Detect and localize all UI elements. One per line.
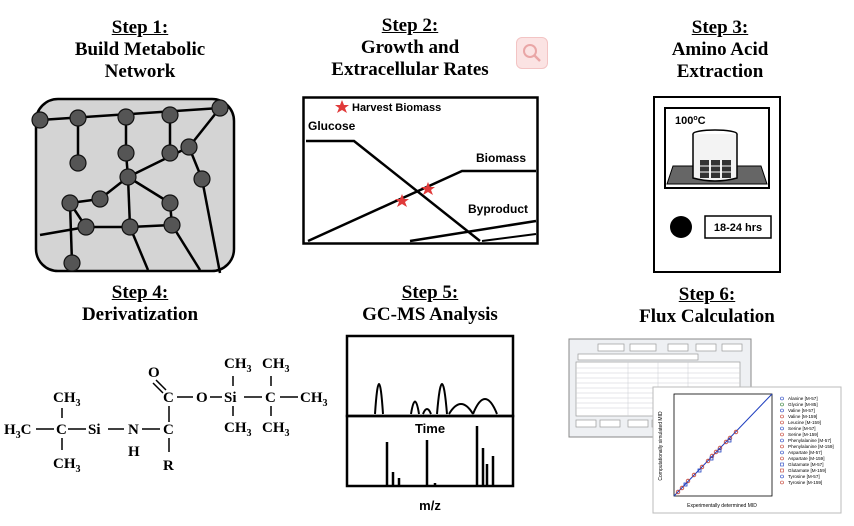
star-icon <box>335 100 349 113</box>
biomass-curve <box>307 169 536 243</box>
node <box>161 194 179 212</box>
atom-n: N <box>128 422 139 438</box>
spectrum-frame <box>345 414 515 488</box>
gcms-panel: Time m/z <box>345 334 515 513</box>
flux-xlabel: Experimentally determined MID <box>687 503 757 509</box>
svg-text:Serine [M-159]: Serine [M-159] <box>788 432 818 437</box>
svg-text:Glycine [M-85]: Glycine [M-85] <box>788 402 818 407</box>
h3c-left: H3C <box>4 422 32 441</box>
step3-heading: Step 3: Amino Acid Extraction <box>671 17 769 82</box>
svg-text:Tyrosine [M-159]: Tyrosine [M-159] <box>788 480 822 485</box>
mass-spectrum-bars <box>385 426 495 486</box>
parity-line <box>673 393 773 497</box>
node <box>180 138 198 156</box>
legend-label: Harvest Biomass <box>352 102 441 114</box>
svg-text:Alanine [M-57]: Alanine [M-57] <box>788 396 818 401</box>
node <box>161 144 179 162</box>
temperature-label: 100oC <box>675 115 706 127</box>
node <box>211 99 229 117</box>
step2-heading: Step 2: Growth and Extracellular Rates <box>331 15 489 80</box>
metabolic-network <box>31 97 236 274</box>
time-box <box>704 215 772 239</box>
svg-text:Tyrosine [M-57]: Tyrosine [M-57] <box>788 474 820 479</box>
atom-c-tbutyl-left: C <box>56 422 67 438</box>
atom-c-tbutyl-right: C <box>265 390 276 406</box>
ch3-tb-bottom: CH3 <box>262 420 290 439</box>
node <box>61 194 79 212</box>
svg-text:Valine [M-159]: Valine [M-159] <box>788 414 817 419</box>
timer-dot <box>670 216 692 238</box>
byproduct-label: Byproduct <box>468 202 528 216</box>
atom-si-left: Si <box>88 422 101 438</box>
ch3-left-top: CH3 <box>53 390 81 409</box>
derivatization-structure: O C O Si CH3 CH3 C CH3 CH3 CH3 C R N H S… <box>4 356 328 475</box>
biomass-label: Biomass <box>476 151 526 165</box>
node <box>69 109 87 127</box>
node <box>119 168 137 186</box>
byproduct-curve-2 <box>481 233 537 242</box>
node <box>163 216 181 234</box>
node <box>77 218 95 236</box>
ch3-tb-top: CH3 <box>262 356 290 375</box>
atom-r: R <box>163 458 174 474</box>
time-axis-label: Time <box>415 421 445 436</box>
glucose-curve <box>306 139 481 242</box>
sample-vials <box>700 160 731 178</box>
svg-text:Aspartate [M-159]: Aspartate [M-159] <box>788 456 825 461</box>
mz-axis-label: m/z <box>419 498 441 513</box>
time-label: 18-24 hrs <box>714 222 762 234</box>
svg-text:Glutamate [M-159]: Glutamate [M-159] <box>788 468 826 473</box>
ch3-si-top: CH3 <box>224 356 252 375</box>
node <box>193 170 211 188</box>
flux-legend-markers <box>780 396 784 485</box>
flux-fit-plot: Experimentally determined MID Computatio… <box>652 386 842 514</box>
byproduct-curve <box>409 219 537 243</box>
node <box>91 190 109 208</box>
flux-legend: Alanine [M-57] Glycine [M-85] Valine [M-… <box>788 396 834 485</box>
node <box>117 144 135 162</box>
glucose-label: Glucose <box>308 119 356 133</box>
svg-text:Glutamate [M-57]: Glutamate [M-57] <box>788 462 824 467</box>
step5-heading: Step 5: GC-MS Analysis <box>362 282 498 325</box>
step1-heading: Step 1: Build Metabolic Network <box>74 17 206 82</box>
flux-ylabel: Computationally simulated MID <box>658 411 664 481</box>
atom-si-right: Si <box>224 390 237 406</box>
node <box>117 108 135 126</box>
atom-c-carbonyl: C <box>163 390 174 406</box>
ch3-tb-right: CH3 <box>300 390 328 409</box>
fit-points-blue <box>683 438 732 487</box>
atom-h-amine: H <box>128 444 140 460</box>
zoom-icon[interactable] <box>516 37 548 69</box>
star-marker-1 <box>395 194 409 207</box>
svg-text:Aspartate [M-57]: Aspartate [M-57] <box>788 450 822 455</box>
extraction-panel: 100oC 18-24 hrs <box>653 96 781 273</box>
star-marker-2 <box>421 182 435 195</box>
node <box>63 254 81 272</box>
node <box>31 111 49 129</box>
growth-rates-plot: Harvest Biomass Glucose Biomass Byproduc… <box>302 96 539 245</box>
chromatogram-frame <box>345 334 515 418</box>
atom-c-alpha: C <box>163 422 174 438</box>
step4-heading: Step 4: Derivatization <box>81 282 199 325</box>
atom-o-ester: O <box>196 390 208 406</box>
svg-text:Leucine [M-159]: Leucine [M-159] <box>788 420 821 425</box>
ch3-si-bottom: CH3 <box>224 420 252 439</box>
network-nodes <box>31 99 229 272</box>
svg-text:Valine [M-57]: Valine [M-57] <box>788 408 815 413</box>
svg-text:Phenylalanine [M-159]: Phenylalanine [M-159] <box>788 444 834 449</box>
node <box>161 106 179 124</box>
step6-heading: Step 6: Flux Calculation <box>639 284 775 327</box>
ch3-left-bottom: CH3 <box>53 456 81 475</box>
node <box>121 218 139 236</box>
node <box>69 154 87 172</box>
svg-text:Phenylalanine [M-57]: Phenylalanine [M-57] <box>788 438 831 443</box>
chromatogram-peaks <box>374 383 498 415</box>
magnifier-icon <box>523 44 541 62</box>
svg-text:Serine [M-57]: Serine [M-57] <box>788 426 816 431</box>
atom-o-carbonyl: O <box>148 365 160 381</box>
